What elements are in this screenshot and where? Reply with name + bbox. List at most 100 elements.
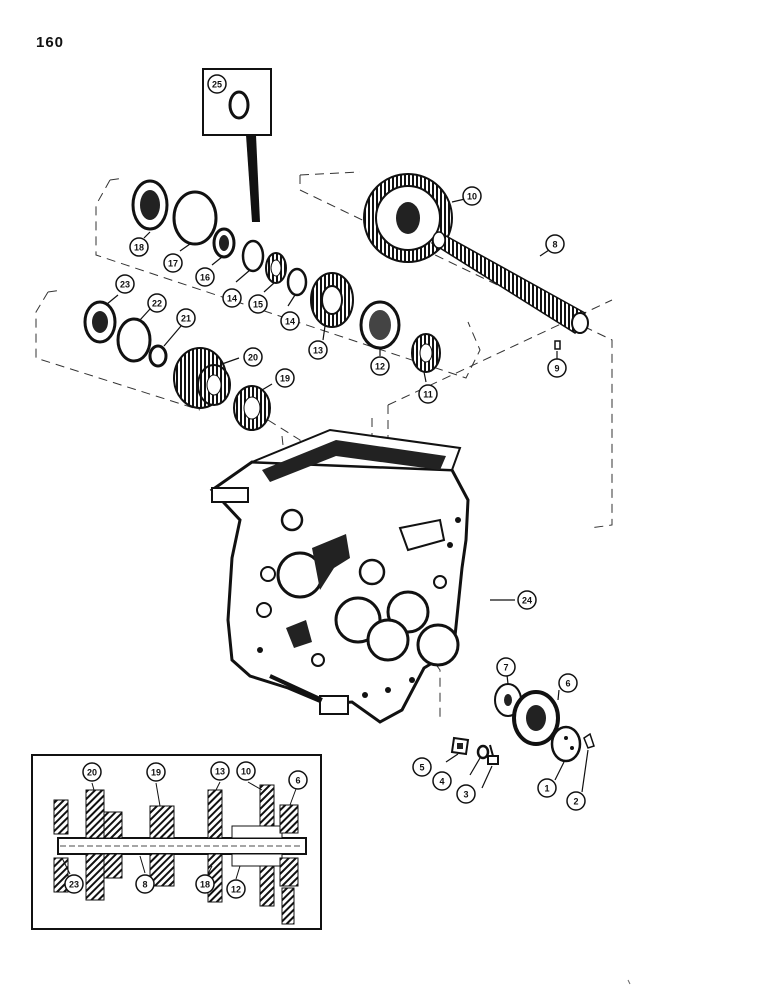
callout-c11: 11: [418, 384, 438, 404]
callout-circle: [163, 253, 183, 273]
part-20-cluster-gear: [173, 347, 231, 409]
callout-label: 20: [87, 768, 97, 778]
callout-c9: 9: [547, 358, 567, 378]
callout-circle: [195, 874, 215, 894]
part-22-snap-ring: [116, 317, 152, 363]
callout-label: 12: [375, 362, 385, 372]
part-5-plate: [450, 736, 470, 756]
callout-c25: 25: [207, 74, 227, 94]
part-6-seal-flange: [512, 690, 560, 746]
callout-i12: 12: [226, 879, 246, 899]
callout-i18: 18: [195, 874, 215, 894]
part-1-retainer: [550, 725, 582, 763]
callout-label: 20: [248, 353, 258, 363]
part-13-gear: [310, 272, 354, 328]
callout-i23: 23: [64, 874, 84, 894]
callout-i6: 6: [288, 770, 308, 790]
callout-circle: [115, 274, 135, 294]
part-15-needle-bearing: [265, 252, 287, 284]
callout-circle: [566, 791, 586, 811]
callout-c17: 17: [163, 253, 183, 273]
detail-box-25: [202, 68, 272, 222]
callout-label: 19: [280, 374, 290, 384]
callout-label: 18: [134, 243, 144, 253]
callout-label: 3: [463, 790, 468, 800]
callout-label: 24: [522, 596, 532, 606]
callout-c16: 16: [195, 267, 215, 287]
callout-label: 6: [565, 679, 570, 689]
sectional-view-inset: [31, 754, 322, 930]
callout-c1: 1: [537, 778, 557, 798]
callout-c23: 23: [115, 274, 135, 294]
callout-circle: [236, 761, 256, 781]
callout-c22: 22: [147, 293, 167, 313]
part-11-bearing-cone: [411, 333, 441, 373]
callout-circle: [275, 368, 295, 388]
callout-c13: 13: [308, 340, 328, 360]
callout-circle: [135, 874, 155, 894]
part-24-housing: [209, 428, 470, 724]
callout-c24: 24: [517, 590, 537, 610]
callout-label: 18: [200, 880, 210, 890]
callout-circle: [82, 762, 102, 782]
callout-circle: [207, 74, 227, 94]
part-19-gear: [233, 385, 271, 431]
margin-mark: [627, 979, 631, 985]
callout-i13: 13: [210, 761, 230, 781]
part-9-pin: [554, 340, 561, 350]
callout-c3: 3: [456, 784, 476, 804]
callout-circle: [243, 347, 263, 367]
callout-circle: [308, 340, 328, 360]
callout-circle: [210, 761, 230, 781]
part-23-bearing: [83, 300, 117, 344]
page-number: 160: [36, 34, 65, 51]
callout-label: 4: [439, 777, 444, 787]
callout-c7: 7: [496, 657, 516, 677]
callout-c4: 4: [432, 771, 452, 791]
callout-circle: [280, 311, 300, 331]
callout-label: 14: [285, 317, 295, 327]
callout-c14a: 14: [222, 288, 242, 308]
callout-circle: [195, 267, 215, 287]
callout-label: 5: [419, 763, 424, 773]
callout-label: 6: [295, 776, 300, 786]
callout-label: 19: [151, 768, 161, 778]
callout-circle: [222, 288, 242, 308]
part-10-large-gear: [363, 173, 453, 263]
callout-label: 1: [544, 784, 549, 794]
callout-circle: [418, 384, 438, 404]
part-21-collar: [148, 344, 168, 368]
callout-label: 23: [120, 280, 130, 290]
callout-c19: 19: [275, 368, 295, 388]
part-14-thrust-washer-a: [241, 239, 265, 273]
callout-c15: 15: [248, 294, 268, 314]
callout-circle: [288, 770, 308, 790]
callout-label: 8: [552, 240, 557, 250]
callout-circle: [517, 590, 537, 610]
callout-circle: [248, 294, 268, 314]
callout-circle: [545, 234, 565, 254]
callout-c20: 20: [243, 347, 263, 367]
part-4-lockwasher: [476, 744, 490, 760]
callout-label: 14: [227, 294, 237, 304]
callout-label: 25: [212, 80, 222, 90]
callout-c21: 21: [176, 308, 196, 328]
part-12-bearing-cup: [359, 300, 401, 350]
callout-circle: [176, 308, 196, 328]
callout-label: 10: [241, 767, 251, 777]
callout-circle: [370, 356, 390, 376]
callout-label: 8: [142, 880, 147, 890]
callout-circle: [412, 757, 432, 777]
callout-c18: 18: [129, 237, 149, 257]
callout-circle: [147, 293, 167, 313]
callout-label: 17: [168, 259, 178, 269]
part-8-shaft: [430, 231, 589, 335]
callout-c5: 5: [412, 757, 432, 777]
callout-label: 23: [69, 880, 79, 890]
callout-i10: 10: [236, 761, 256, 781]
callout-c12: 12: [370, 356, 390, 376]
callout-circle: [547, 358, 567, 378]
callout-label: 7: [503, 663, 508, 673]
callout-i20: 20: [82, 762, 102, 782]
